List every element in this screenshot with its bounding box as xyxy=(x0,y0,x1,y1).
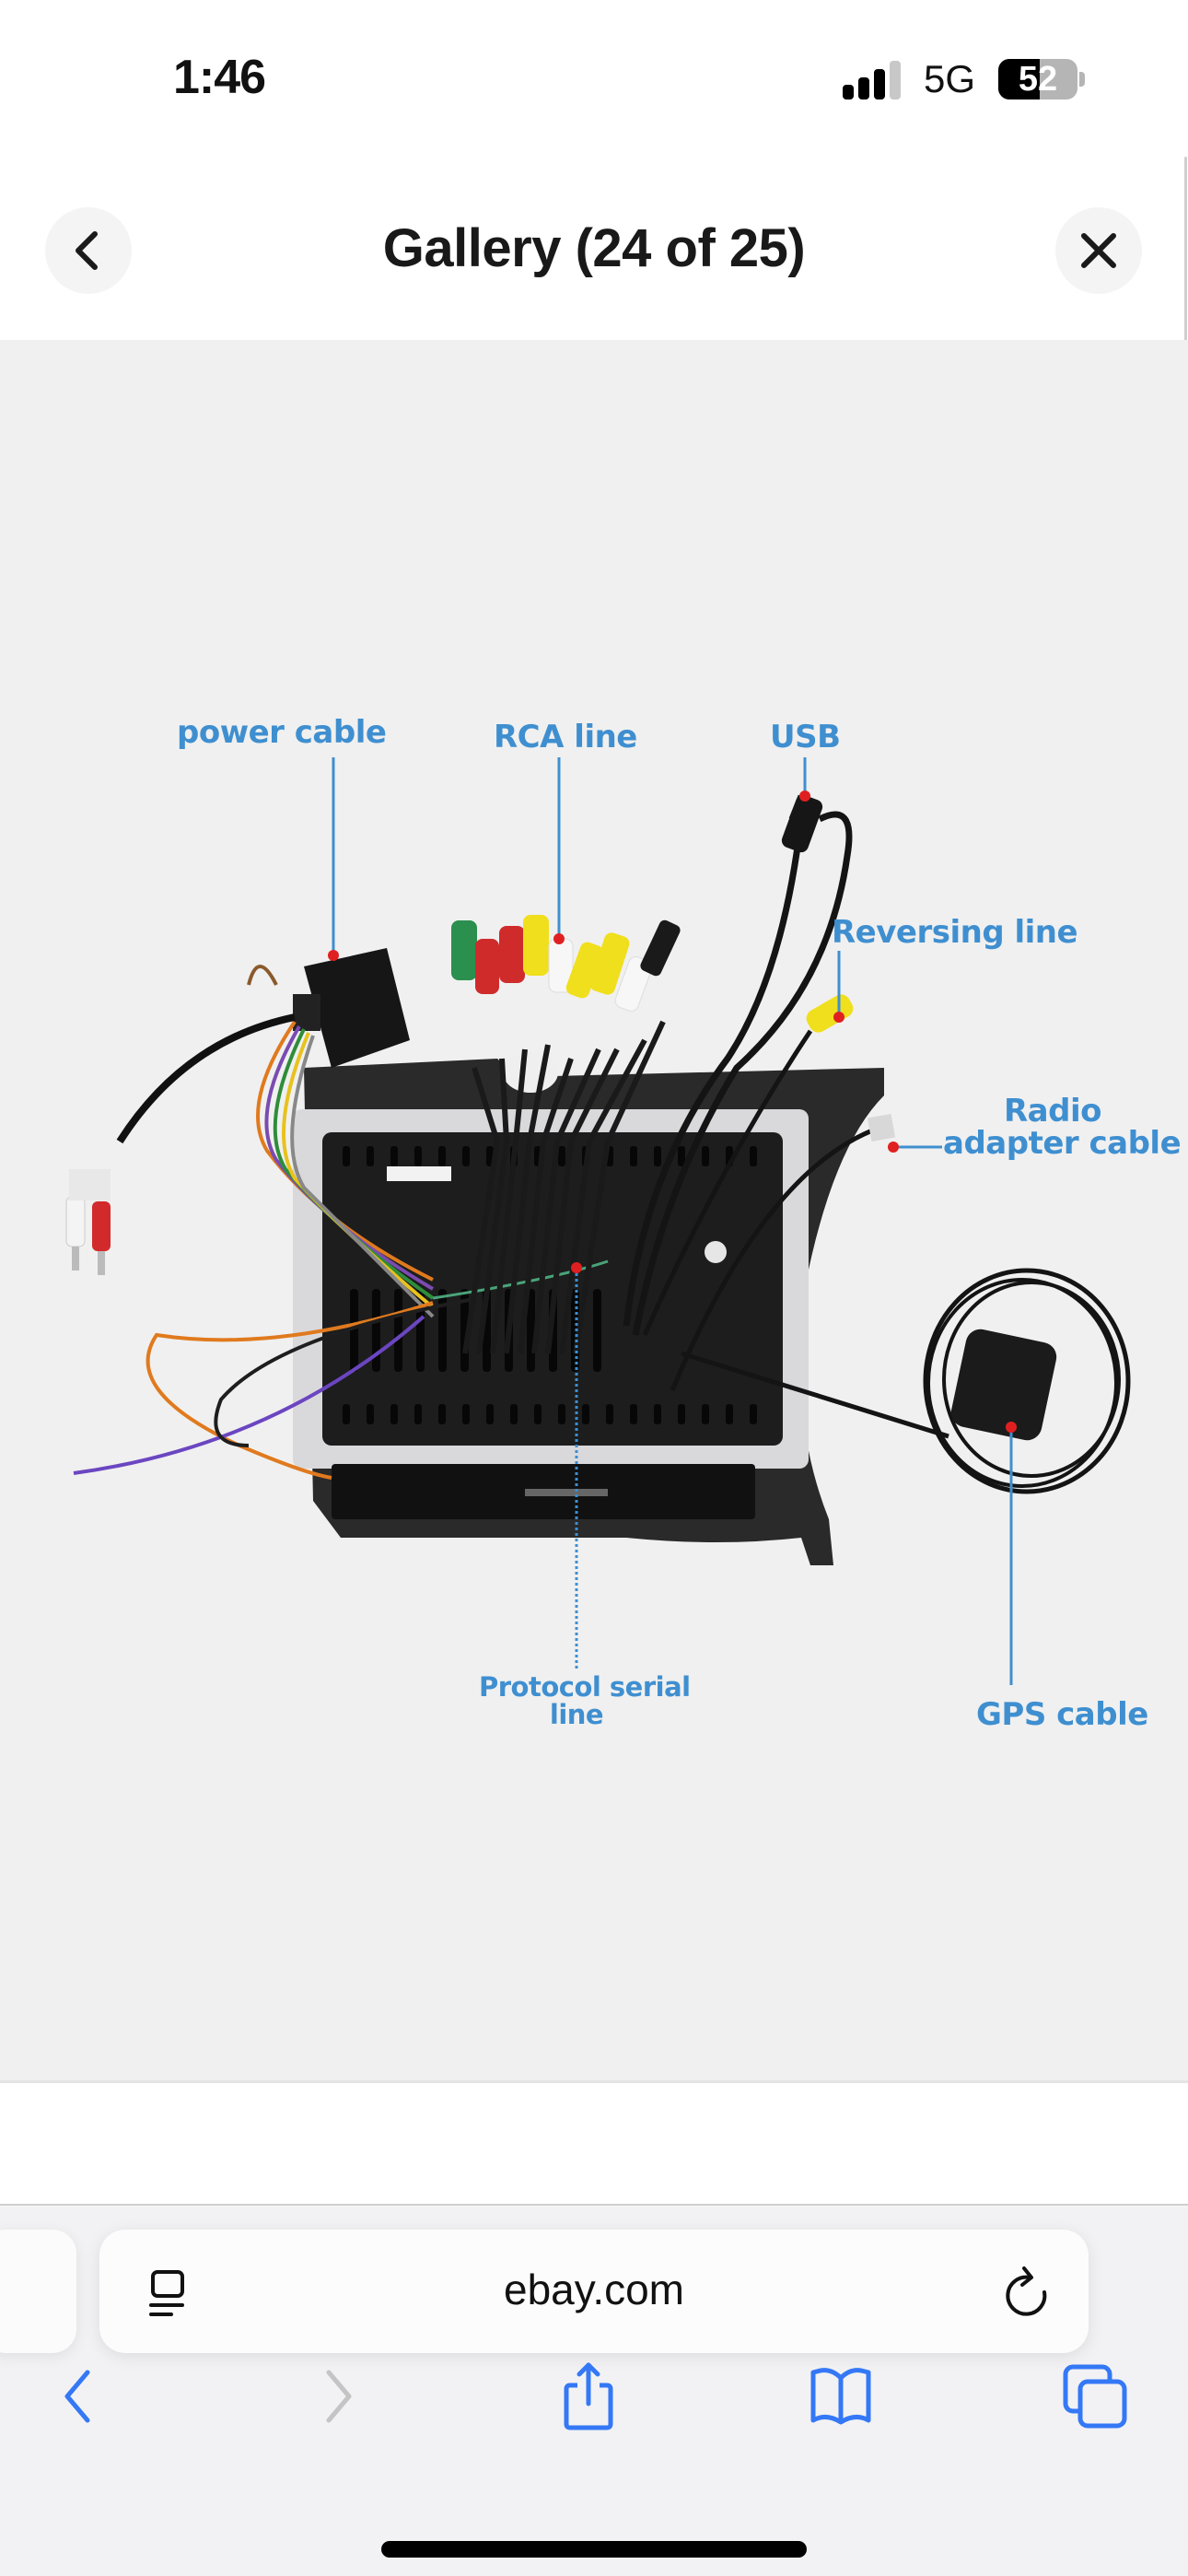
bookmarks-button[interactable] xyxy=(799,2355,882,2438)
radio-adapter xyxy=(670,1113,896,1391)
callout-power-cable: power cable xyxy=(177,714,387,751)
vent-slot xyxy=(372,1289,380,1372)
vent-slot xyxy=(558,1146,565,1166)
vent-slot xyxy=(654,1404,661,1424)
network-type: 5G xyxy=(924,57,976,100)
signal-bar xyxy=(843,85,854,100)
vent-slot xyxy=(702,1146,709,1166)
vent-slot xyxy=(582,1404,589,1424)
tabs-button[interactable] xyxy=(1054,2355,1136,2438)
power-wires xyxy=(73,965,609,1480)
share-icon xyxy=(564,2362,613,2430)
address-url: ebay.com xyxy=(503,2266,685,2313)
callout-protocol-serial-line2: line xyxy=(549,1699,604,1731)
head-unit-frame xyxy=(293,1052,884,1565)
vent-slot xyxy=(350,1289,358,1372)
home-indicator[interactable] xyxy=(381,2541,807,2558)
rca-line-bundle xyxy=(451,915,681,1354)
callout-markers xyxy=(328,790,1017,1433)
vent-slot xyxy=(750,1146,757,1166)
callout-protocol-serial: Protocol serial line xyxy=(479,1671,691,1731)
signal-bar xyxy=(858,77,869,100)
reversing-line xyxy=(642,994,854,1337)
battery-nub xyxy=(1079,72,1085,87)
rca-audio-pair xyxy=(65,1169,111,1275)
vent-slot xyxy=(606,1404,613,1424)
status-bar: 1:46 5G 52 xyxy=(0,0,1188,157)
vent-slot xyxy=(630,1404,637,1424)
previous-image-button[interactable] xyxy=(45,207,132,294)
battery-level xyxy=(998,59,1040,100)
address-bar[interactable]: ebay.com xyxy=(99,2230,1089,2353)
close-gallery-button[interactable] xyxy=(1055,207,1142,294)
cellular-signal-icon xyxy=(843,61,902,100)
vent-slot xyxy=(558,1404,565,1424)
reload-icon[interactable] xyxy=(1002,2265,1054,2320)
vent-slot xyxy=(462,1404,470,1424)
vent-slot xyxy=(438,1404,446,1424)
chevron-left-icon xyxy=(64,2370,90,2423)
vent-slot xyxy=(414,1404,422,1424)
browser-back-button[interactable] xyxy=(37,2355,120,2438)
gallery-image[interactable]: power cable RCA line USB Reversing line … xyxy=(0,340,1188,2080)
vent-slot xyxy=(654,1146,661,1166)
chevron-left-icon xyxy=(76,231,98,270)
battery-icon: 52 xyxy=(998,59,1077,100)
callout-gps-cable: GPS cable xyxy=(976,1696,1148,1733)
vent-slot xyxy=(510,1404,518,1424)
signal-bar xyxy=(890,61,901,100)
gps-antenna xyxy=(681,1268,1131,1494)
vent-slot xyxy=(593,1289,601,1372)
callout-reversing-line: Reversing line xyxy=(832,914,1078,951)
vent-slot xyxy=(438,1289,447,1372)
callout-radio-adapter-line2: adapter cable xyxy=(943,1125,1182,1162)
vent-slot xyxy=(367,1146,374,1166)
previous-tab-peek[interactable] xyxy=(0,2230,76,2353)
vent-slot xyxy=(394,1289,402,1372)
signal-bar xyxy=(874,69,885,100)
share-button[interactable] xyxy=(547,2355,630,2438)
book-icon xyxy=(810,2368,871,2425)
vent-slot xyxy=(750,1404,757,1424)
power-connector xyxy=(293,948,410,1068)
usb-plug xyxy=(781,794,823,853)
vent-slot xyxy=(702,1404,709,1424)
vent-slot xyxy=(678,1404,685,1424)
status-time: 1:46 xyxy=(173,51,266,104)
battery-percent: 52 xyxy=(1018,60,1058,99)
callout-rca-line: RCA line xyxy=(494,719,637,755)
callout-protocol-serial-line1: Protocol serial xyxy=(479,1671,691,1703)
close-icon xyxy=(1081,233,1116,268)
vent-slot xyxy=(630,1146,637,1166)
product-photo xyxy=(65,757,1131,1685)
gallery-header: Gallery (24 of 25) xyxy=(0,157,1188,340)
browser-toolbar: ebay.com xyxy=(0,2207,1188,2576)
vent-slot xyxy=(534,1404,542,1424)
vent-slot xyxy=(438,1146,446,1166)
vent-slot xyxy=(462,1146,470,1166)
vent-slot xyxy=(390,1404,398,1424)
callout-usb: USB xyxy=(770,719,841,755)
vent-slot xyxy=(390,1146,398,1166)
vent-slot xyxy=(486,1404,494,1424)
vent-slot xyxy=(343,1146,350,1166)
vent-slot xyxy=(726,1404,733,1424)
browser-forward-button[interactable] xyxy=(297,2355,379,2438)
vent-slot xyxy=(367,1404,374,1424)
vent-slot xyxy=(414,1146,422,1166)
page-menu-icon[interactable] xyxy=(147,2270,190,2318)
callout-radio-adapter-line1: Radio xyxy=(1004,1093,1101,1130)
caption-strip xyxy=(0,2080,1188,2206)
chevron-right-icon xyxy=(326,2370,352,2423)
page-title: Gallery (24 of 25) xyxy=(382,218,806,278)
vent-slot xyxy=(678,1146,685,1166)
callout-lines xyxy=(332,757,1013,1685)
vent-slot xyxy=(343,1404,350,1424)
tabs-icon xyxy=(1063,2364,1127,2429)
